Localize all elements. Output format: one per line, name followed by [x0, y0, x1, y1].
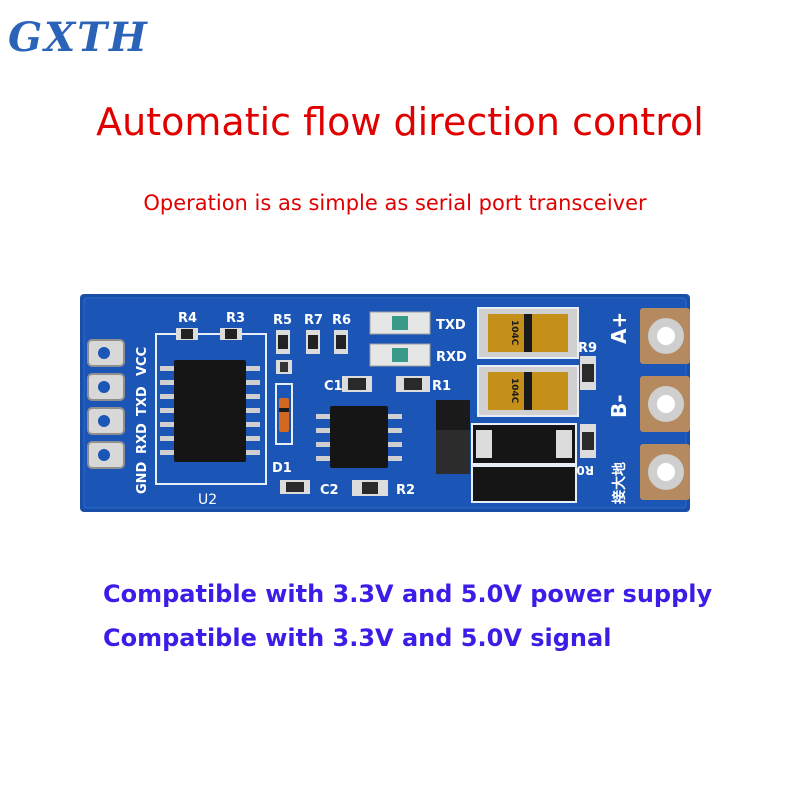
c2-label: C2: [320, 483, 339, 498]
pin-label-gnd: GND: [135, 461, 150, 494]
svg-text:104C: 104C: [509, 378, 519, 404]
r4-label: R4: [178, 311, 197, 326]
surge-protector-bottom: 104C: [477, 365, 579, 417]
pin-label-b-minus: B-: [607, 394, 631, 418]
r9-label: R9: [578, 341, 597, 356]
txd-led-label: TXD: [436, 318, 466, 333]
r5-label: R5: [273, 313, 292, 328]
u1-chip: [330, 406, 388, 468]
svg-text:104C: 104C: [509, 320, 519, 346]
brand-logo: GXTH: [8, 14, 149, 61]
feature-signal: Compatible with 3.3V and 5.0V signal: [103, 624, 612, 652]
r5-r7-r6-resistors: [276, 330, 348, 354]
pin-label-rxd: RXD: [135, 423, 150, 454]
txd-led: [369, 311, 431, 335]
rxd-led-label: RXD: [436, 350, 467, 365]
right-terminal-pads: [640, 308, 690, 500]
pin-label-txd: TXD: [135, 386, 150, 416]
board-illustration: VCC TXD RXD GND U2 R4 R3 R5 R7 R6: [80, 294, 690, 512]
r7-label: R7: [304, 313, 323, 328]
r4-r3-resistors: [176, 328, 242, 340]
r6-label: R6: [332, 313, 351, 328]
rxd-led: [369, 343, 431, 367]
d1-diode: [279, 398, 289, 432]
rs485-module-board: VCC TXD RXD GND U2 R4 R3 R5 R7 R6: [80, 294, 690, 512]
surge-protector-top: 104C: [477, 307, 579, 359]
headline: Automatic flow direction control: [96, 100, 704, 144]
r3-label: R3: [226, 311, 245, 326]
pin-label-vcc: VCC: [135, 347, 150, 376]
subheadline: Operation is as simple as serial port tr…: [143, 191, 647, 215]
feature-power-supply: Compatible with 3.3V and 5.0V power supp…: [103, 580, 713, 608]
tvs-diode-bottom: [471, 465, 577, 503]
u2-outline: [155, 333, 267, 485]
pin-label-a-plus: A+: [607, 312, 631, 344]
r1-label: R1: [432, 379, 451, 394]
r2-label: R2: [396, 483, 415, 498]
u2-pins: [160, 366, 260, 455]
u2-label: U2: [198, 492, 217, 508]
ground-label: 接大地: [611, 462, 628, 504]
d1-label: D1: [272, 461, 292, 476]
c1-label: C1: [324, 379, 343, 394]
u2-chip: [174, 360, 246, 462]
u1-pins: [316, 414, 402, 461]
r0-label: R0: [576, 463, 594, 477]
